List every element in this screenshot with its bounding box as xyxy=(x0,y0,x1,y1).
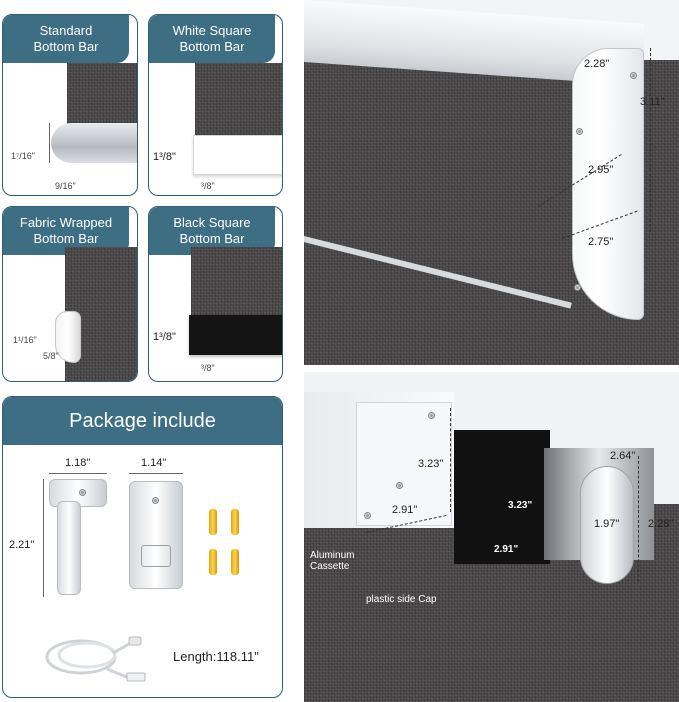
roller-end-cap xyxy=(580,466,634,584)
bracket-right-width-label: 1.14" xyxy=(141,457,167,469)
bottom-bar-end-cap xyxy=(55,311,81,363)
white-cap-depth-label: 2.91" xyxy=(392,504,418,516)
card-black-square-bottom-bar: Black Square Bottom Bar 1³/8" ³/8" xyxy=(148,206,283,382)
plastic-side-cap-label: plastic side Cap xyxy=(366,594,437,605)
white-cap-height-label: 3.23" xyxy=(418,458,444,470)
aluminum-cassette-label: Aluminum Cassette xyxy=(310,550,355,572)
bottom-bar-oval xyxy=(51,123,137,163)
black-cap-depth-label: 2.91" xyxy=(494,544,519,555)
card-title: Standard Bottom Bar xyxy=(3,15,129,63)
roller-height-label: 2.28" xyxy=(648,518,674,530)
bottom-bar-white xyxy=(193,135,282,175)
black-cap-height-label: 3.23" xyxy=(508,500,533,511)
card-standard-bottom-bar: Standard Bottom Bar 1⁷/16" 9/16" xyxy=(2,14,138,196)
cassette-side-cap xyxy=(572,48,644,320)
bar-height-label: 1³/8" xyxy=(153,151,176,163)
cassette-bottom-depth-label: 2.75" xyxy=(588,236,614,248)
cassette-large-photo: 2.28" 3.11" 2.95" 2.75" xyxy=(304,0,679,365)
shade-fabric xyxy=(191,247,282,319)
bar-depth-label: ³/8" xyxy=(201,363,215,373)
white-side-cap xyxy=(356,402,452,526)
cassette-width-label: 2.28" xyxy=(584,58,610,70)
roller-inner-label: 1.97" xyxy=(594,518,620,530)
card-fabric-wrapped-bottom-bar: Fabric Wrapped Bottom Bar 1¹/16" 5/8" xyxy=(2,206,138,382)
cassette-detail-photo: 3.23" 2.91" 3.23" 2.91" 2.64" 1.97" 2.28… xyxy=(304,372,679,702)
bracket-left-arm xyxy=(57,501,81,595)
cable-length-label: Length:118.11" xyxy=(173,649,259,664)
roller-width-label: 2.64" xyxy=(610,450,636,462)
shade-fabric xyxy=(67,63,137,133)
bracket-left-height-label: 2.21" xyxy=(9,539,35,551)
bar-height-label: 1⁷/16" xyxy=(11,151,35,161)
wall-anchor-2 xyxy=(231,509,239,535)
cassette-mid-depth-label: 2.95" xyxy=(588,164,614,176)
bar-depth-label: ³/8" xyxy=(201,181,215,191)
cassette-height-label: 3.11" xyxy=(640,96,665,108)
bar-height-label: 1¹/16" xyxy=(13,335,37,345)
card-white-square-bottom-bar: White Square Bottom Bar 1³/8" ³/8" xyxy=(148,14,283,196)
bracket-left-width-label: 1.18" xyxy=(65,457,91,469)
wall-anchor-1 xyxy=(209,509,217,535)
card-package-include: Package include 1.18" 2.21" 1.14" Length… xyxy=(2,396,283,698)
usb-cable-icon xyxy=(45,636,146,682)
shade-fabric xyxy=(195,63,282,139)
package-title: Package include xyxy=(3,397,282,445)
wall-anchor-4 xyxy=(231,549,239,575)
bar-depth-label: 5/8" xyxy=(43,351,59,361)
wall-anchor-3 xyxy=(209,549,217,575)
bottom-bar-black xyxy=(189,315,282,355)
card-title: White Square Bottom Bar xyxy=(149,15,275,63)
black-side-cap xyxy=(454,430,550,564)
bar-depth-label: 9/16" xyxy=(55,181,76,191)
bar-height-label: 1³/8" xyxy=(153,331,176,343)
